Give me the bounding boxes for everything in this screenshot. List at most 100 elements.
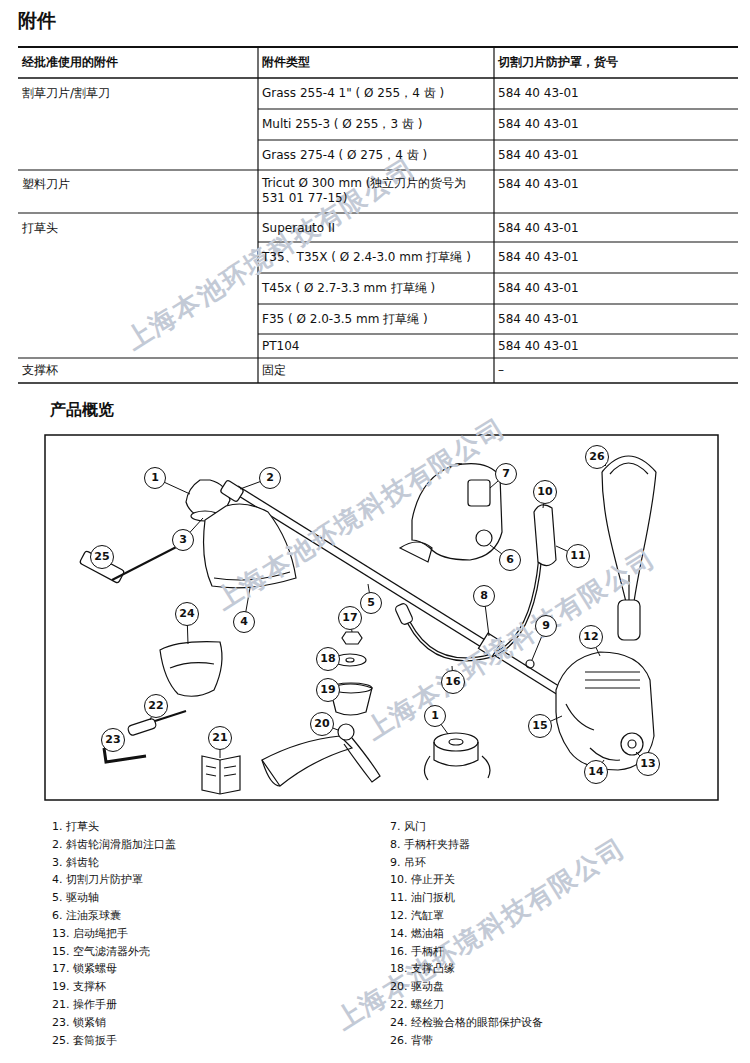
table-cell: 584 40 43-01 [498, 117, 732, 132]
callout-text: 7 [502, 468, 510, 480]
part-list-item: 26. 背带 [390, 1034, 433, 1048]
table-cell: F35 ( Ø 2.0-3.5 mm 打草绳 ) [262, 312, 488, 327]
callout-text: 23 [105, 734, 120, 746]
callout-number: 14 [584, 760, 608, 784]
part-list-item: 25. 套筒扳手 [52, 1034, 117, 1048]
part-list-item: 13. 启动绳把手 [52, 927, 128, 941]
part-list-item: 12. 汽缸罩 [390, 909, 444, 923]
callout-text: 10 [537, 486, 552, 498]
callout-text: 20 [314, 718, 329, 730]
callout-number: 18 [316, 647, 340, 671]
part-list-item: 6. 注油泵球囊 [52, 909, 121, 923]
table-cell: Multi 255-3 ( Ø 255，3 齿 ) [262, 117, 488, 132]
callout-number: 16 [441, 670, 465, 694]
callout-number: 25 [90, 545, 114, 569]
part-list-item: 3. 斜齿轮 [52, 856, 99, 870]
callout-text: 18 [320, 653, 335, 665]
callout-text: 14 [588, 766, 603, 778]
part-list-item: 7. 风门 [390, 820, 426, 834]
callout-text: 24 [179, 608, 194, 620]
callout-number: 3 [172, 529, 194, 551]
table-cell: 584 40 43-01 [498, 177, 732, 192]
table-cell: Superauto II [262, 221, 488, 236]
table-cell: 打草头 [22, 221, 252, 236]
part-list-item: 11. 油门扳机 [390, 891, 455, 905]
part-list-item: 24. 经检验合格的眼部保护设备 [390, 1016, 543, 1030]
table-cell: 支撑杯 [22, 363, 252, 378]
callout-text: 2 [266, 472, 274, 484]
table-cell: Grass 275-4 ( Ø 275，4 齿 ) [262, 148, 488, 163]
table-cell: 割草刀片/割草刀 [22, 86, 252, 101]
part-list-item: 4. 切割刀片防护罩 [52, 873, 143, 887]
callout-text: 21 [212, 732, 227, 744]
callout-number: 22 [144, 694, 168, 718]
table-cell: 584 40 43-01 [498, 281, 732, 296]
table-cell: – [498, 363, 732, 378]
part-list-item: 21. 操作手册 [52, 998, 117, 1012]
trimmer-head [424, 733, 490, 780]
callout-text: 12 [583, 631, 598, 643]
goggles [160, 642, 222, 697]
callout-number: 4 [233, 611, 255, 633]
callout-text: 25 [94, 551, 109, 563]
table-cell: 塑料刀片 [22, 177, 252, 192]
watermark: 上海本池环境科技有限公司 [330, 832, 631, 1035]
part-list-item: 23. 锁紧销 [52, 1016, 106, 1030]
table-cell: 584 40 43-01 [498, 312, 732, 327]
callout-number: 1 [424, 705, 446, 727]
callout-number: 21 [208, 726, 232, 750]
table-cell: Grass 255-4 1" ( Ø 255，4 齿 ) [262, 86, 488, 101]
drive-shaft [234, 486, 562, 695]
section-heading: 产品概览 [50, 400, 114, 420]
callout-number: 8 [473, 585, 495, 607]
table-cell: 584 40 43-01 [498, 250, 732, 265]
table-cell: T45x ( Ø 2.7-3.3 mm 打草绳 ) [262, 281, 488, 296]
callout-text: 13 [640, 758, 655, 770]
table-cell: 584 40 43-01 [498, 339, 732, 354]
manual [202, 756, 240, 794]
part-list-item: 8. 手柄杆夹持器 [390, 838, 470, 852]
part-list-item: 19. 支撑杯 [52, 980, 106, 994]
table-cell: 固定 [262, 363, 488, 378]
part-list-item: 5. 驱动轴 [52, 891, 99, 905]
part-list-item: 15. 空气滤清器外壳 [52, 945, 150, 959]
callout-text: 15 [532, 720, 547, 732]
part-list-item: 16. 手柄杆 [390, 945, 444, 959]
callout-text: 4 [240, 616, 248, 628]
callout-text: 17 [342, 612, 357, 624]
part-list-item: 20. 驱动盘 [390, 980, 444, 994]
callout-number: 12 [579, 625, 603, 649]
callout-number: 9 [535, 615, 557, 637]
page-title: 附件 [18, 8, 56, 32]
callout-text: 3 [179, 534, 187, 546]
table-cell: 584 40 43-01 [498, 148, 732, 163]
callout-number: 17 [338, 606, 362, 630]
callout-number: 10 [533, 480, 557, 504]
table-cell: T35、T35X ( Ø 2.4-3.0 mm 打草绳 ) [262, 250, 488, 265]
part-list-item: 14. 燃油箱 [390, 927, 444, 941]
callout-number: 6 [499, 549, 521, 571]
callout-text: 9 [542, 620, 550, 632]
table-header: 附件类型 [262, 55, 488, 70]
callout-number: 13 [636, 752, 660, 776]
table-cell: 584 40 43-01 [498, 86, 732, 101]
part-list-item: 1. 打草头 [52, 820, 99, 834]
callout-number: 5 [360, 592, 382, 614]
callout-text: 22 [148, 700, 163, 712]
callout-text: 19 [320, 684, 335, 696]
callout-text: 5 [367, 597, 375, 609]
engine [556, 652, 654, 770]
callout-text: 16 [445, 676, 460, 688]
callout-text: 26 [589, 451, 604, 463]
callout-number: 20 [310, 712, 334, 736]
table-header: 经批准使用的附件 [22, 55, 252, 70]
part-list-item: 10. 停止开关 [390, 873, 455, 887]
callout-number: 24 [175, 602, 199, 626]
part-list-item: 18. 支撑凸缘 [390, 962, 455, 976]
callout-number: 15 [528, 714, 552, 738]
table-header: 切割刀片防护罩，货号 [498, 55, 732, 70]
table-grid [18, 47, 738, 383]
callout-number: 11 [566, 544, 590, 568]
callout-number: 23 [101, 728, 125, 752]
